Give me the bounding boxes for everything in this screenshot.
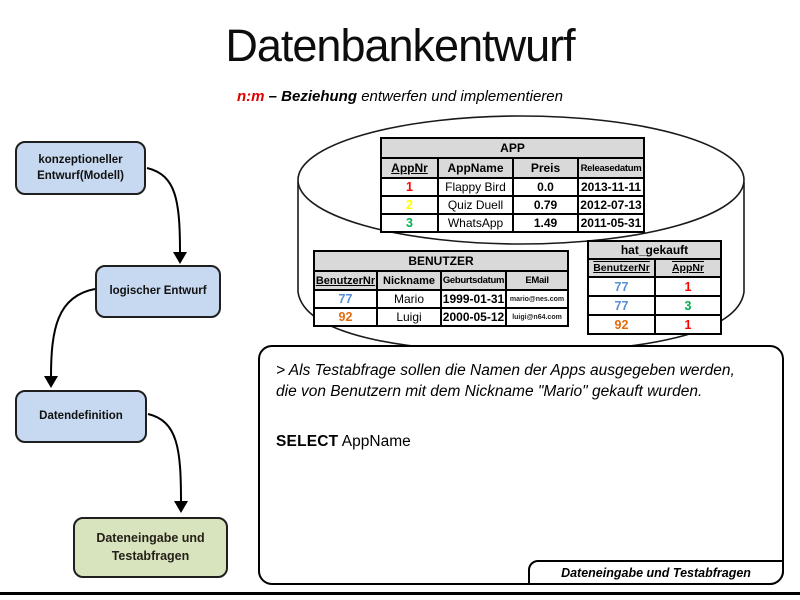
app-preis: 0.0 [512, 177, 579, 197]
flow-step-label: konzeptioneller [38, 153, 123, 166]
page-title: Datenbankentwurf [225, 20, 575, 71]
benutzer-col-benutzernr: BenutzerNr [313, 270, 378, 291]
table-row: 92 1 [587, 314, 723, 335]
flow-step-datendefinition: Datendefinition [15, 390, 147, 443]
flow-step-label: Testabfragen [111, 548, 190, 563]
hat-gekauft-benutzernr: 77 [587, 276, 656, 297]
table-row: 1 Flappy Bird 0.0 2013-11-11 [380, 177, 645, 197]
flow-step-label: logischer Entwurf [109, 285, 207, 298]
query-line1: > Als Testabfrage sollen die Namen der A… [276, 362, 735, 379]
hat-gekauft-col-benutzernr: BenutzerNr [587, 258, 656, 278]
app-table-title: APP [380, 137, 645, 159]
hat-gekauft-appnr: 1 [653, 314, 723, 335]
app-releasedatum: 2013-11-11 [577, 177, 645, 197]
hat-gekauft-col-appnr: AppNr [653, 258, 723, 278]
benutzer-email: luigi@n64.com [504, 307, 570, 327]
flow-step-label: Datendefinition [39, 410, 123, 423]
flow-arrow-3 [147, 413, 182, 503]
subtitle-relation: – Beziehung [264, 88, 362, 105]
benutzer-nr: 92 [313, 307, 378, 327]
hat-gekauft-benutzernr: 77 [587, 295, 656, 316]
app-table: APP AppNr AppName Preis Releasedatum 1 F… [380, 137, 645, 233]
benutzer-table: BENUTZER BenutzerNr Nickname Geburtsdatu… [312, 250, 570, 327]
table-row: 2 Quiz Duell 0.79 2012-07-13 [380, 195, 645, 215]
benutzer-table-title: BENUTZER [312, 250, 570, 272]
benutzer-col-geburtsdatum: Geburtsdatum [440, 270, 507, 291]
flow-step-konzeptioneller-entwurf: konzeptioneller Entwurf(Modell) [15, 141, 146, 195]
subtitle-rest: entwerfen und implementieren [361, 88, 563, 105]
subtitle: n:m – Beziehung entwerfen und implementi… [0, 88, 800, 105]
sql-keyword: SELECT [276, 433, 339, 450]
table-row: 77 Mario 1999-01-31 mario@nes.com [313, 289, 570, 309]
table-row: 77 1 [587, 276, 723, 297]
app-table-col-appnr: AppNr [380, 157, 439, 179]
query-footer-text: Dateneingabe und Testabfragen [561, 565, 751, 580]
app-nr: 1 [380, 177, 439, 197]
query-box: > Als Testabfrage sollen die Namen der A… [258, 345, 784, 585]
app-preis: 0.79 [512, 195, 579, 215]
flow-step-label: Entwurf(Modell) [37, 170, 124, 182]
app-releasedatum: 2012-07-13 [577, 195, 645, 215]
flow-arrow-3-head [174, 501, 188, 513]
slide-bottom-rule [0, 592, 800, 595]
benutzer-geburtsdatum: 1999-01-31 [440, 289, 507, 309]
table-row: 77 3 [587, 295, 723, 316]
query-footer-label: Dateneingabe und Testabfragen [528, 560, 784, 585]
app-table-col-preis: Preis [512, 157, 579, 179]
app-nr: 3 [380, 213, 439, 233]
app-name: Flappy Bird [437, 177, 514, 197]
hat-gekauft-appnr: 1 [653, 276, 723, 297]
app-name: Quiz Duell [437, 195, 514, 215]
sql-statement: SELECT AppName [276, 433, 766, 451]
query-line2: die von Benutzern mit dem Nickname "Mari… [276, 383, 703, 400]
flow-arrow-2 [50, 288, 96, 378]
table-row: 3 WhatsApp 1.49 2011-05-31 [380, 213, 645, 233]
flow-step-dateneingabe: Dateneingabe und Testabfragen [73, 517, 228, 578]
app-name: WhatsApp [437, 213, 514, 233]
benutzer-email: mario@nes.com [504, 289, 570, 309]
sql-rest: AppName [338, 433, 411, 450]
benutzer-geburtsdatum: 2000-05-12 [440, 307, 507, 327]
app-preis: 1.49 [512, 213, 579, 233]
benutzer-col-email: EMail [504, 270, 570, 291]
benutzer-nickname: Mario [376, 289, 442, 309]
app-table-col-releasedatum: Releasedatum [577, 157, 645, 179]
app-nr: 2 [380, 195, 439, 215]
benutzer-col-nickname: Nickname [376, 270, 442, 291]
hat-gekauft-table: hat_gekauft BenutzerNr AppNr 77 1 77 3 9… [586, 240, 723, 335]
flow-arrow-2-head [44, 376, 58, 388]
hat-gekauft-appnr: 3 [653, 295, 723, 316]
benutzer-nr: 77 [313, 289, 378, 309]
flow-arrow-1-head [173, 252, 187, 264]
hat-gekauft-benutzernr: 92 [587, 314, 656, 335]
app-releasedatum: 2011-05-31 [577, 213, 645, 233]
flow-step-label: Dateneingabe und [96, 531, 205, 545]
flow-arrow-1 [146, 167, 181, 254]
table-row: 92 Luigi 2000-05-12 luigi@n64.com [313, 307, 570, 327]
benutzer-nickname: Luigi [376, 307, 442, 327]
query-description: > Als Testabfrage sollen die Namen der A… [276, 360, 766, 402]
flow-step-logischer-entwurf: logischer Entwurf [95, 265, 221, 318]
subtitle-nm: n:m [237, 88, 265, 105]
app-table-col-appname: AppName [437, 157, 514, 179]
hat-gekauft-title: hat_gekauft [586, 240, 723, 260]
